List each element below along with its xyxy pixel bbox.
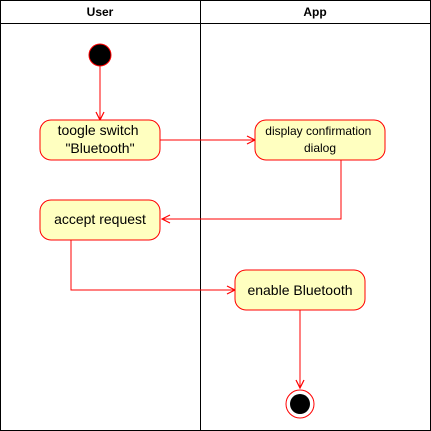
activity-toggle-label-line1: toogle switch	[58, 122, 139, 138]
activity-toggle-switch: toogle switch "Bluetooth"	[39, 119, 161, 161]
flow-arrows	[70, 66, 342, 388]
activity-accept-label: accept request	[54, 211, 146, 227]
activity-enable-label: enable Bluetooth	[247, 282, 352, 298]
activity-toggle-label-line2: "Bluetooth"	[65, 140, 134, 156]
activity-confirm-label-line1: display confirmation	[265, 124, 371, 138]
swimlane-app: App	[200, 0, 431, 431]
lane-title-app: App	[303, 5, 326, 19]
flow-confirm-to-accept	[162, 160, 342, 219]
activity-enable-bluetooth: enable Bluetooth	[234, 269, 366, 311]
lane-title-user: User	[87, 5, 114, 19]
final-node	[285, 389, 315, 419]
flow-accept-to-enable	[70, 240, 235, 290]
activity-display-confirmation: display confirmation dialog	[254, 119, 386, 161]
activity-accept-request: accept request	[39, 199, 161, 241]
svg-text:display confirmation dia: display confirmation dialog	[265, 124, 374, 155]
initial-node	[88, 43, 112, 67]
activity-confirm-label-line2: dialog	[304, 141, 336, 155]
svg-text:toogle switch "Bluetooth: toogle switch "Bluetooth"	[58, 122, 143, 156]
